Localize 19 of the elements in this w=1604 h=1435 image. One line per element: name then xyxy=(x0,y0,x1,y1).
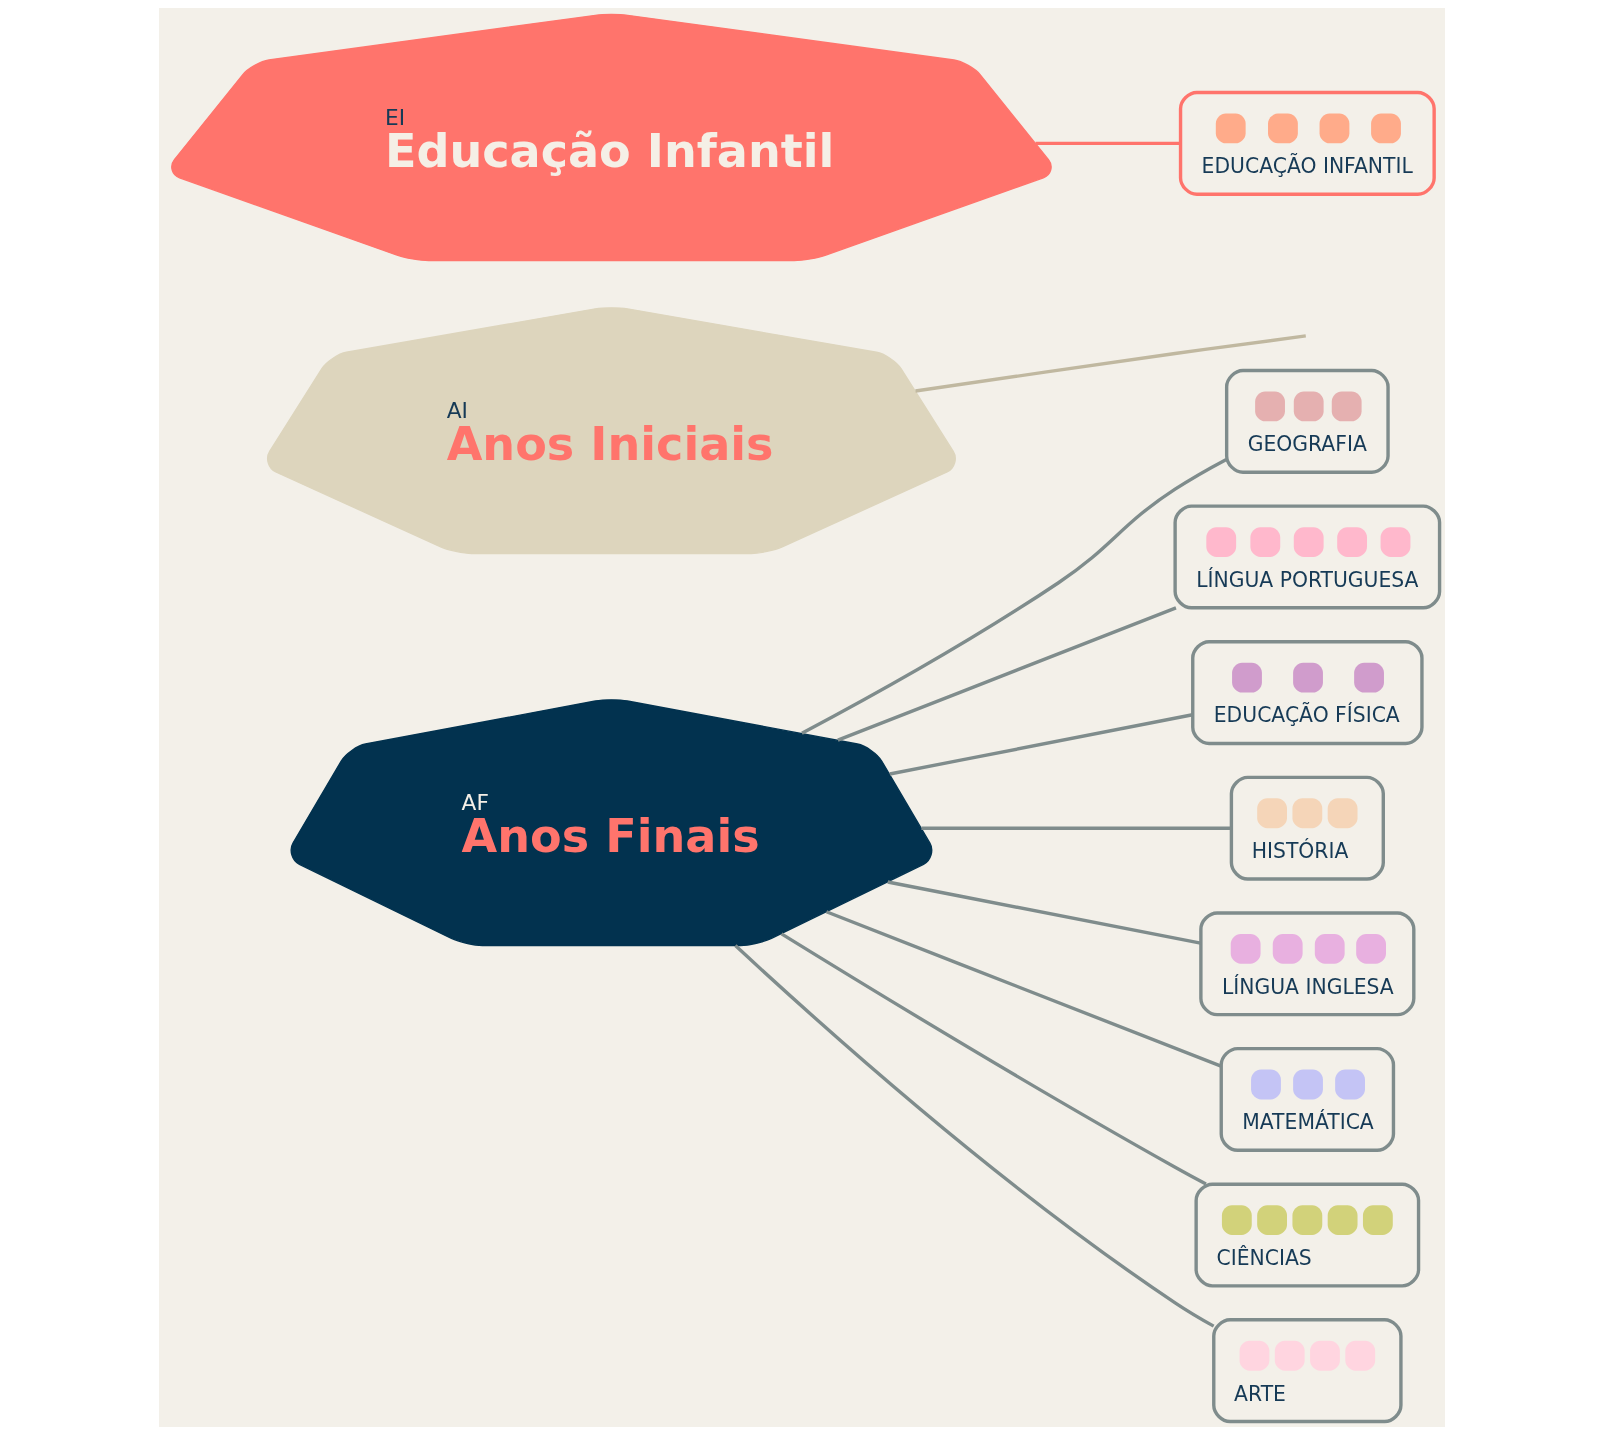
connector xyxy=(837,606,1177,742)
connector xyxy=(887,880,1201,945)
connector xyxy=(921,826,1232,830)
node-box: ARTE xyxy=(1212,1318,1403,1424)
connector xyxy=(801,457,1228,735)
node-box: CIÊNCIAS xyxy=(1194,1182,1421,1288)
connector xyxy=(889,713,1193,776)
connector xyxy=(915,334,1306,393)
connector xyxy=(780,932,1207,1186)
node-box: EDUCAÇÃO FÍSICA xyxy=(1191,640,1424,746)
connector xyxy=(1035,141,1181,146)
node-box: GEOGRAFIA xyxy=(1224,368,1390,474)
connector xyxy=(734,944,1215,1328)
node-box: EDUCAÇÃO INFANTIL xyxy=(1178,90,1436,196)
node-box: MATEMÁTICA xyxy=(1219,1046,1396,1152)
node-box: HISTÓRIA xyxy=(1229,775,1385,881)
node-box: LÍNGUA INGLESA xyxy=(1199,911,1416,1017)
node-box: LÍNGUA PORTUGUESA xyxy=(1173,504,1442,610)
connector xyxy=(825,910,1222,1068)
